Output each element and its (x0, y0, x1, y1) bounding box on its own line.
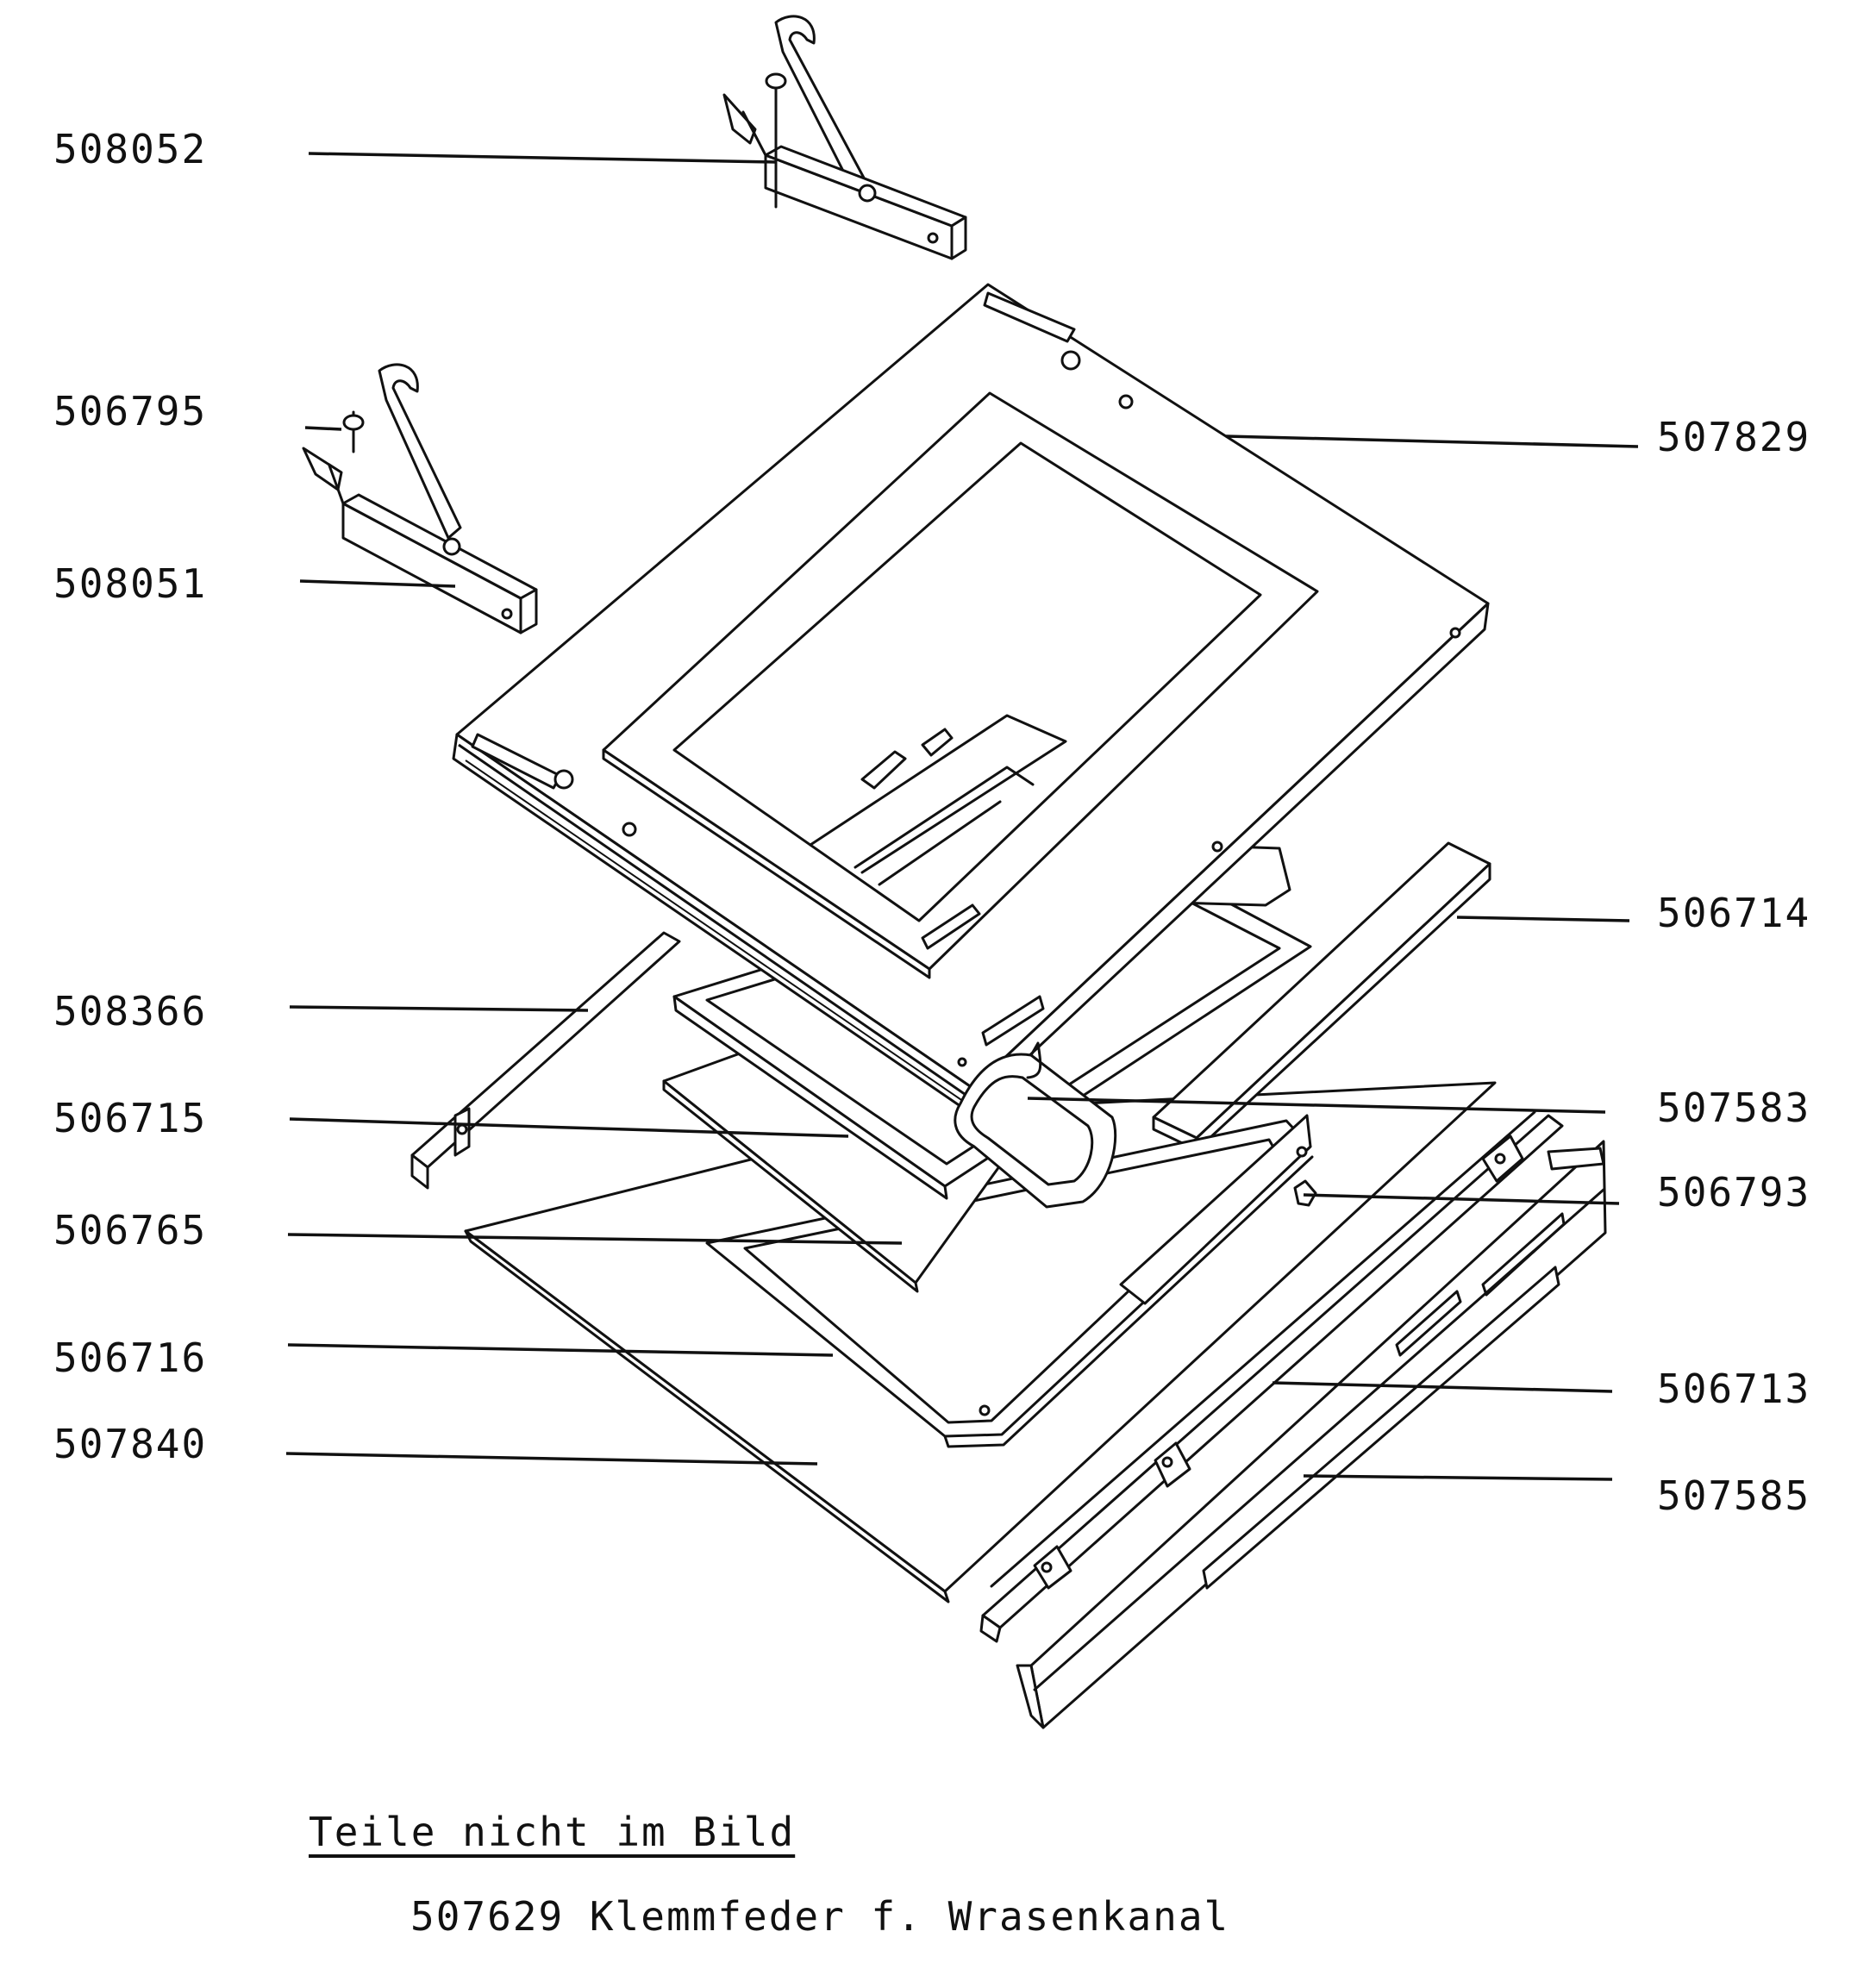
leader-507585 (1303, 1474, 1613, 1481)
label-508052: 508052 (53, 126, 208, 172)
label-506795: 506795 (53, 388, 208, 434)
side-rail-506713 (979, 1110, 1564, 1643)
leader-506793 (1303, 1193, 1620, 1205)
frame-506716 (705, 1114, 1314, 1448)
hinge-lower (302, 363, 538, 634)
leader-506713 (1272, 1381, 1613, 1393)
label-506716: 506716 (53, 1335, 208, 1381)
leader-506716 (287, 1343, 834, 1357)
leader-506795 (304, 426, 342, 431)
bracket-507583 (954, 1041, 1117, 1209)
side-strip-508366 (410, 931, 681, 1190)
label-506793: 506793 (1657, 1169, 1811, 1216)
leader-506714 (1456, 916, 1630, 922)
leader-506715 (289, 1117, 849, 1138)
label-507840: 507840 (53, 1421, 208, 1467)
label-508051: 508051 (53, 560, 208, 607)
leader-508052 (308, 152, 777, 164)
label-507829: 507829 (1657, 414, 1811, 460)
leader-507840 (285, 1452, 818, 1466)
parts-not-shown-heading: Teile nicht im Bild (309, 1809, 796, 1855)
clip-506793 (1293, 1179, 1317, 1207)
leader-lines (285, 152, 1639, 1481)
label-506714: 506714 (1657, 890, 1811, 936)
profile-507585 (1016, 1140, 1607, 1729)
label-508366: 508366 (53, 988, 208, 1035)
leader-506765 (287, 1233, 903, 1245)
label-506765: 506765 (53, 1207, 208, 1253)
outer-door-507829 (452, 283, 1490, 1114)
leader-507583 (1027, 1097, 1606, 1114)
label-507585: 507585 (1657, 1472, 1811, 1519)
hinge-upper (722, 15, 967, 260)
parts-not-shown-item: 507629 Klemmfeder f. Wrasenkanal (410, 1893, 1230, 1940)
leader-508051 (299, 579, 456, 588)
leader-507829 (1225, 434, 1639, 448)
label-507583: 507583 (1657, 1085, 1811, 1131)
label-506713: 506713 (1657, 1366, 1811, 1412)
leader-508366 (289, 1005, 589, 1012)
label-506715: 506715 (53, 1095, 208, 1141)
